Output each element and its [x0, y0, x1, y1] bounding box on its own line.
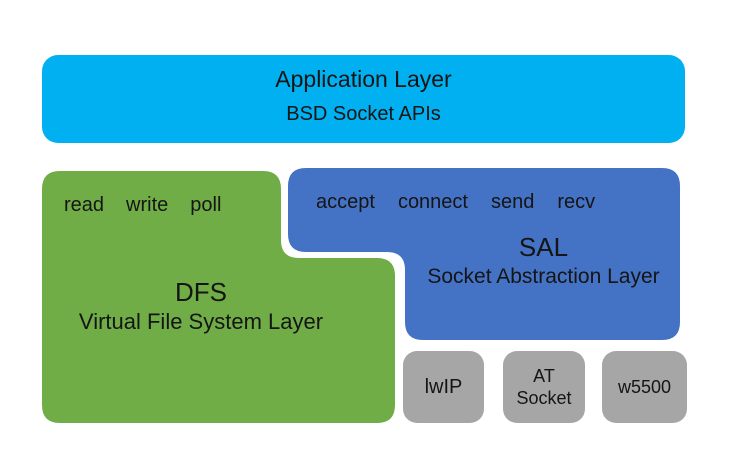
application-layer-box: [42, 55, 685, 143]
sal-title-block: SAL Socket Abstraction Layer: [405, 232, 682, 290]
dfs-abbr: DFS: [175, 277, 227, 307]
dfs-op-write: write: [126, 194, 169, 216]
sal-operations: accept connect send recv: [316, 190, 595, 214]
sal-abbr: SAL: [518, 232, 569, 262]
stack-box-at-socket: AT Socket: [503, 351, 585, 423]
sal-op-connect: connect: [397, 191, 468, 213]
stack-label-w5500: w5500: [617, 377, 672, 397]
sal-name: Socket Abstraction Layer: [427, 265, 660, 288]
dfs-op-read: read: [64, 194, 105, 216]
sal-op-send: send: [491, 191, 535, 213]
application-layer-title: Application Layer: [275, 66, 452, 92]
dfs-shape: [42, 171, 395, 423]
dfs-name: Virtual File System Layer: [78, 309, 324, 334]
dfs-op-poll: poll: [190, 194, 222, 216]
stack-label-lwip: lwIP: [424, 376, 463, 398]
stack-box-w5500: w5500: [602, 351, 687, 423]
sal-op-accept: accept: [316, 191, 375, 213]
dfs-operations: read write poll: [64, 193, 221, 217]
stack-label-at-socket: AT Socket: [516, 366, 572, 408]
application-layer-subtitle: BSD Socket APIs: [286, 103, 441, 125]
sal-shape: [288, 168, 680, 340]
stack-box-lwip: lwIP: [403, 351, 484, 423]
sal-op-recv: recv: [557, 191, 596, 213]
dfs-title-block: DFS Virtual File System Layer: [42, 277, 360, 335]
